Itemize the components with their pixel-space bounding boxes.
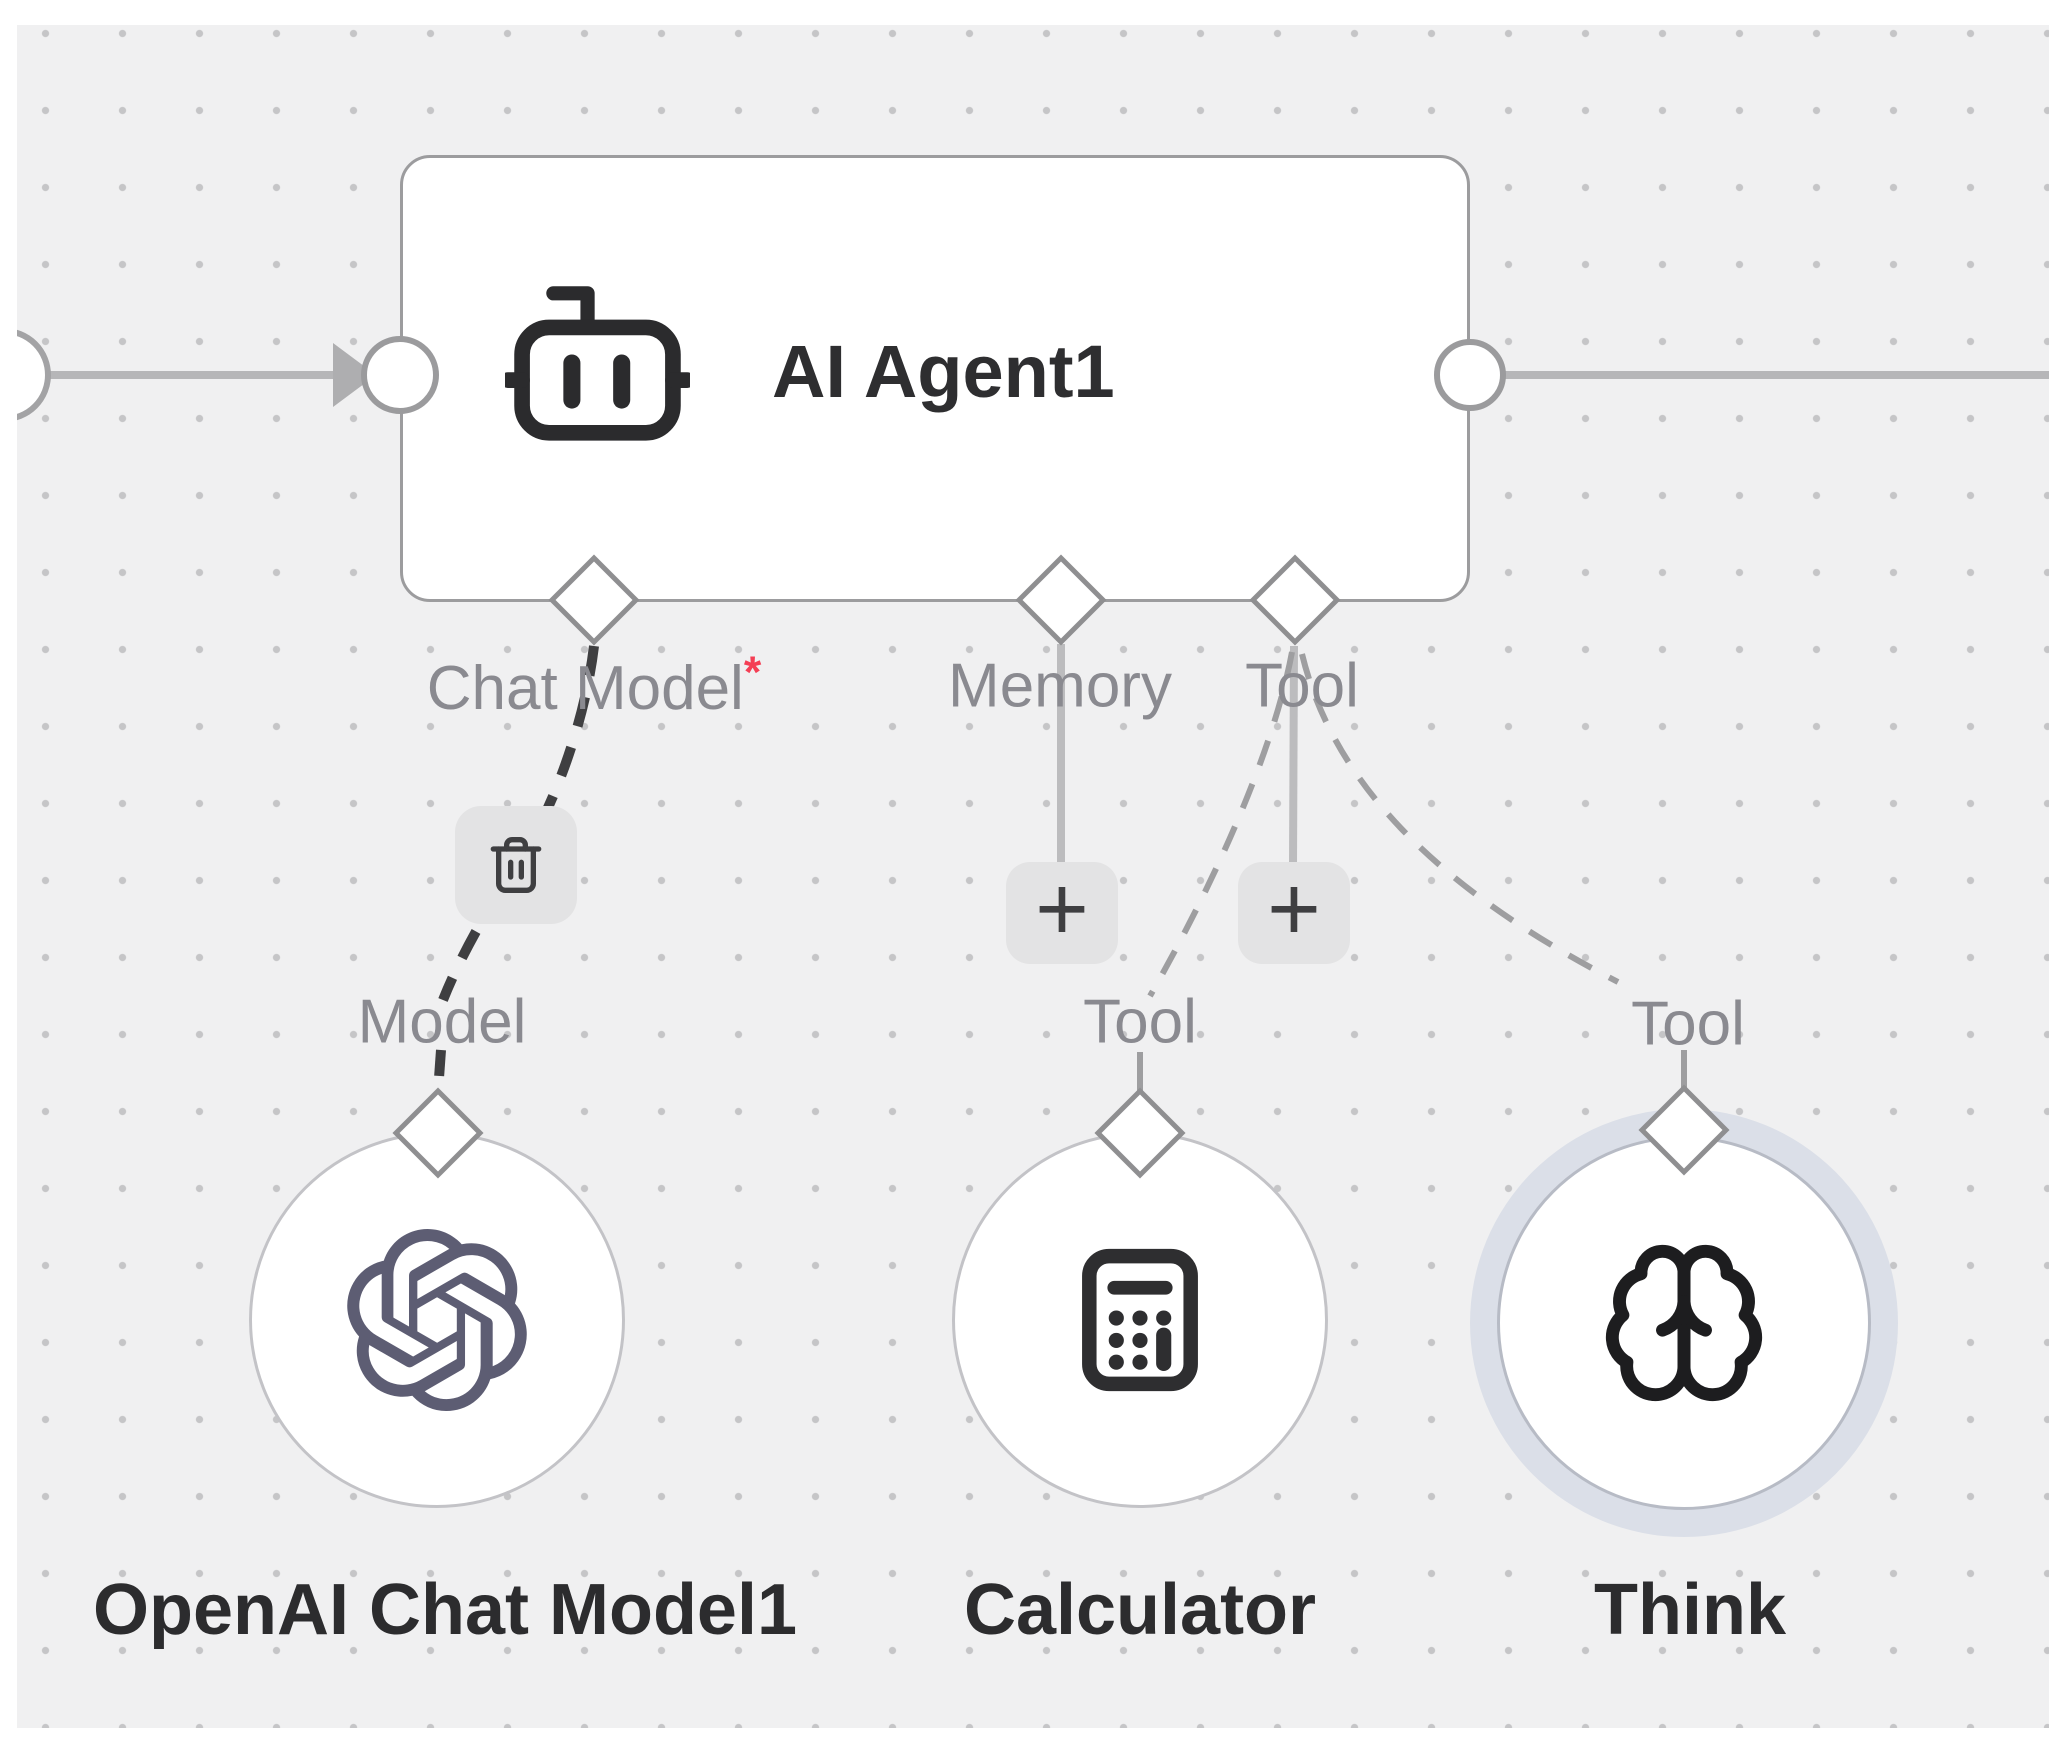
openai-chat-model-node[interactable] — [249, 1132, 625, 1508]
delete-connection-button[interactable] — [455, 806, 577, 924]
calculator-icon — [1082, 1248, 1198, 1392]
calculator-node[interactable] — [952, 1132, 1328, 1508]
connection-tool-think[interactable] — [1299, 653, 1620, 985]
calculator-node-name: Calculator — [963, 1570, 1317, 1650]
think-port-label: Tool — [1631, 989, 1745, 1059]
main-connection-arrowhead-icon — [333, 343, 376, 407]
openai-port-label: Model — [357, 987, 527, 1057]
required-marker: * — [743, 648, 762, 698]
plus-icon: + — [1267, 858, 1321, 960]
connection-tool-stub[interactable] — [1289, 645, 1298, 867]
canvas-margin-left — [0, 0, 17, 1754]
plus-icon: + — [1035, 858, 1089, 960]
think-port-diamond[interactable] — [1638, 1084, 1730, 1176]
trash-icon — [490, 837, 542, 893]
agent-output-port[interactable] — [1434, 339, 1506, 411]
canvas-margin-top — [0, 0, 2049, 25]
memory-connector-label: Memory — [948, 651, 1172, 721]
robot-icon — [505, 286, 690, 441]
agent-input-port[interactable] — [361, 336, 439, 414]
think-node-name: Think — [1594, 1570, 1786, 1650]
openai-node-name: OpenAI Chat Model1 — [92, 1570, 798, 1650]
connection-chat-model-stem[interactable] — [433, 1049, 446, 1093]
think-node[interactable] — [1497, 1136, 1871, 1510]
add-tool-button[interactable]: + — [1238, 862, 1350, 964]
openai-logo-icon — [347, 1229, 527, 1411]
tool-connector-label: Tool — [1245, 651, 1359, 721]
add-memory-button[interactable]: + — [1006, 862, 1118, 964]
canvas-margin-bottom — [0, 1729, 2049, 1754]
tool-connector-diamond[interactable] — [1249, 554, 1341, 646]
calculator-port-label: Tool — [1083, 987, 1197, 1057]
chat-model-connector-diamond[interactable] — [548, 554, 640, 646]
connection-tool-calculator[interactable] — [1147, 651, 1295, 998]
memory-connector-diamond[interactable] — [1015, 554, 1107, 646]
chat-model-connector-label: Chat Model* — [426, 648, 762, 723]
calculator-port-diamond[interactable] — [1094, 1087, 1186, 1179]
openai-port-diamond[interactable] — [392, 1087, 484, 1179]
brain-icon — [1605, 1244, 1763, 1402]
agent-node-title: AI Agent1 — [772, 330, 1115, 414]
